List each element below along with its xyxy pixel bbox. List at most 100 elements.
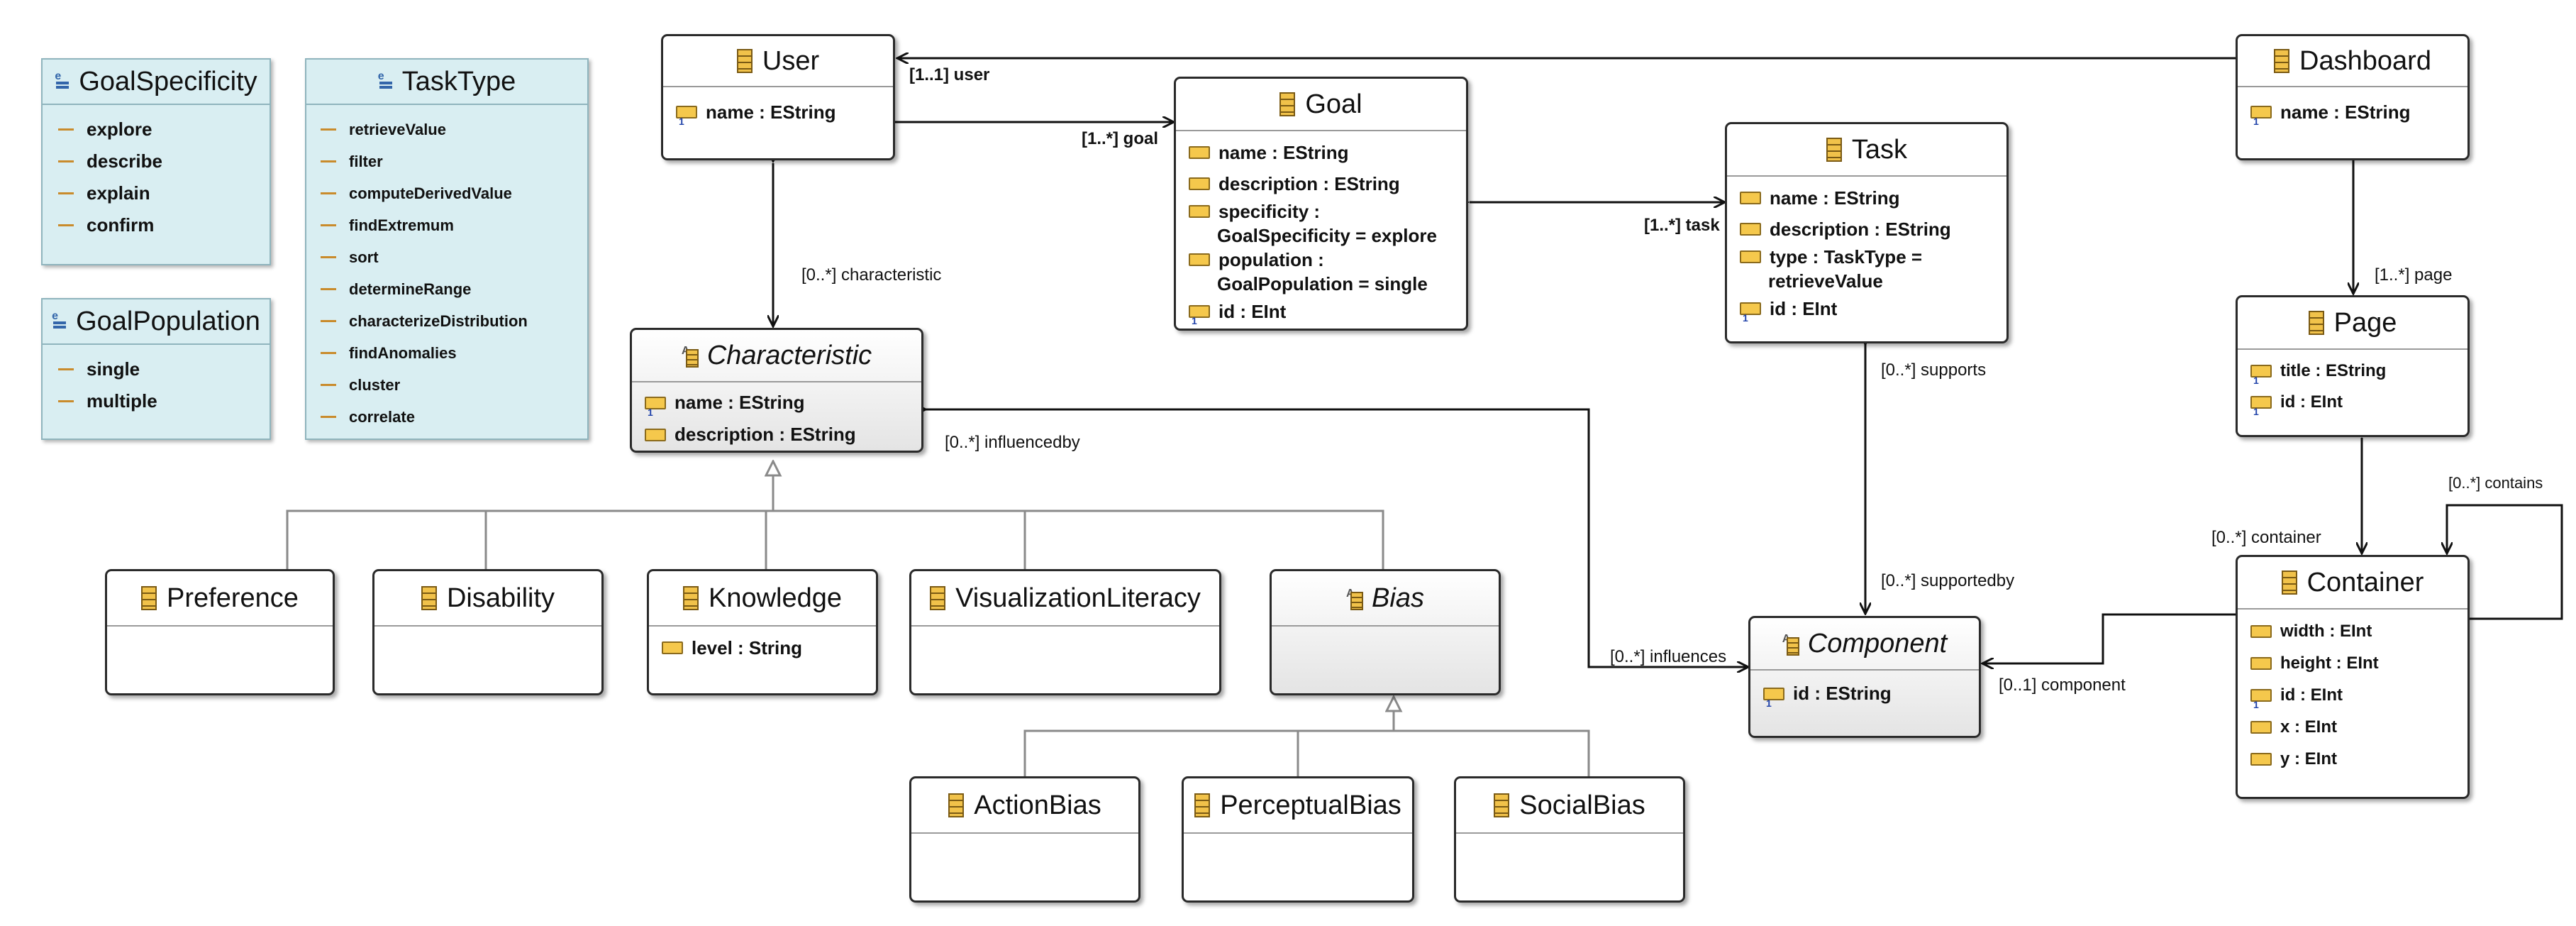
attribute-icon [2250,688,2272,710]
attribute: id : EInt [1727,293,2006,324]
enum-literal: explore [43,114,270,145]
class-name: Knowledge [708,583,843,613]
class-preference[interactable]: Preference [105,569,335,695]
class-container[interactable]: Container width : EInt height : EInt id … [2236,555,2470,799]
enum-literal: explain [43,177,270,209]
class-visualization-literacy[interactable]: VisualizationLiteracy [909,569,1221,695]
enum-goal-specificity[interactable]: e GoalSpecificity explore describe expla… [41,58,271,265]
attribute: name : EString [1176,137,1466,168]
enum-literal: computeDerivedValue [306,177,587,209]
attribute: specificity : [1176,199,1466,224]
enum-literal: correlate [306,401,587,433]
attribute-icon [1189,253,1210,266]
class-icon [930,586,946,610]
ref-characteristic-component [926,409,1748,667]
class-characteristic[interactable]: ACharacteristic name : EString descripti… [630,328,923,453]
abstract-class-icon: A [1782,633,1799,656]
class-icon [1279,92,1296,116]
attribute: name : EString [632,387,921,419]
ref-label-supportedby: [0..*] supportedby [1881,571,2015,590]
ref-label-contains: [0..*] contains [2448,474,2543,492]
attribute-icon [2250,365,2272,386]
ref-label-task: [1..*] task [1644,216,1720,235]
attribute-icon [1189,305,1210,326]
attribute-icon [1189,146,1210,159]
attribute-icon [2250,720,2272,734]
attribute-icon [2250,396,2272,417]
attribute: type : TaskType = [1727,245,2006,269]
class-name: Container [2306,567,2424,597]
enum-name: TaskType [401,66,516,97]
attribute-icon [1740,192,1761,204]
class-knowledge[interactable]: Knowledge level : String [647,569,878,695]
attribute-icon [662,641,683,654]
class-name: Bias [1372,583,1424,613]
class-goal[interactable]: Goal name : EString description : EStrin… [1174,77,1468,331]
attribute: id : EInt [2238,679,2467,711]
enum-literal: retrieveValue [306,114,587,145]
attribute-icon [1189,177,1210,190]
enum-task-type[interactable]: e TaskType retrieveValue filter computeD… [305,58,589,440]
enum-icon: e [52,310,67,330]
class-icon [1194,793,1211,817]
attribute: id : EInt [2238,387,2467,418]
class-name: ActionBias [974,790,1101,820]
class-icon [421,586,437,610]
class-name: Page [2333,307,2397,338]
class-page[interactable]: Page title : EString id : EInt [2236,295,2470,437]
enum-literal: single [43,353,270,385]
class-perceptual-bias[interactable]: PerceptualBias [1182,776,1414,903]
ref-label-container: [0..*] container [2211,528,2321,547]
abstract-class-icon: A [682,345,699,368]
attribute: id : EString [1750,678,1979,710]
attribute-icon [1740,250,1761,263]
class-icon [2308,311,2324,335]
enum-literal: findExtremum [306,209,587,241]
enum-icon: e [55,70,70,90]
enum-name: GoalSpecificity [79,66,257,97]
class-bias[interactable]: A Bias [1270,569,1501,695]
attribute-icon [645,396,666,418]
attribute: name : EString [1727,182,2006,214]
inheritance-bias [1023,697,1590,779]
ref-label-user: [1..1] user [909,65,990,84]
class-name: Characteristic [706,340,872,370]
attribute: x : EInt [2238,711,2467,743]
enum-icon: e [378,70,394,90]
attribute-icon [2250,624,2272,638]
enum-goal-population[interactable]: e GoalPopulation single multiple [41,298,271,440]
class-social-bias[interactable]: SocialBias [1454,776,1685,903]
ref-label-characteristic: [0..*] characteristic [801,265,942,285]
ref-label-supports: [0..*] supports [1881,360,1987,380]
ref-label-component: [0..1] component [1999,676,2126,695]
enum-literal: sort [306,241,587,273]
inheritance-characteristic [286,461,1384,575]
class-name: Goal [1305,89,1362,119]
class-name: Component [1807,628,1948,658]
class-dashboard[interactable]: Dashboard name : EString [2236,34,2470,160]
attribute-continued: retrieveValue [1768,270,1883,292]
attribute: title : EString [2238,355,2467,387]
class-icon [736,49,753,73]
attribute-icon [2250,752,2272,766]
enum-literal: multiple [43,385,270,417]
enum-literal: confirm [43,209,270,241]
class-disability[interactable]: Disability [372,569,604,695]
class-icon [141,586,157,610]
attribute: name : EString [663,96,893,128]
attribute-icon [1189,205,1210,218]
class-name: Task [1851,134,1908,165]
class-user[interactable]: User name : EString [661,34,895,160]
abstract-class-icon: A [1346,588,1364,610]
class-component[interactable]: A Component id : EString [1748,616,1981,738]
ref-container-component [1982,614,2240,663]
ref-label-goal: [1..*] goal [1082,129,1159,148]
enum-literal: cluster [306,369,587,401]
class-icon [948,793,965,817]
class-name: Disability [446,583,555,613]
attribute-continued: GoalPopulation = single [1217,272,1428,294]
class-action-bias[interactable]: ActionBias [909,776,1140,903]
class-task[interactable]: Task name : EString description : EStrin… [1725,122,2009,343]
enum-literal: characterizeDistribution [306,305,587,337]
attribute-icon [1740,302,1761,324]
